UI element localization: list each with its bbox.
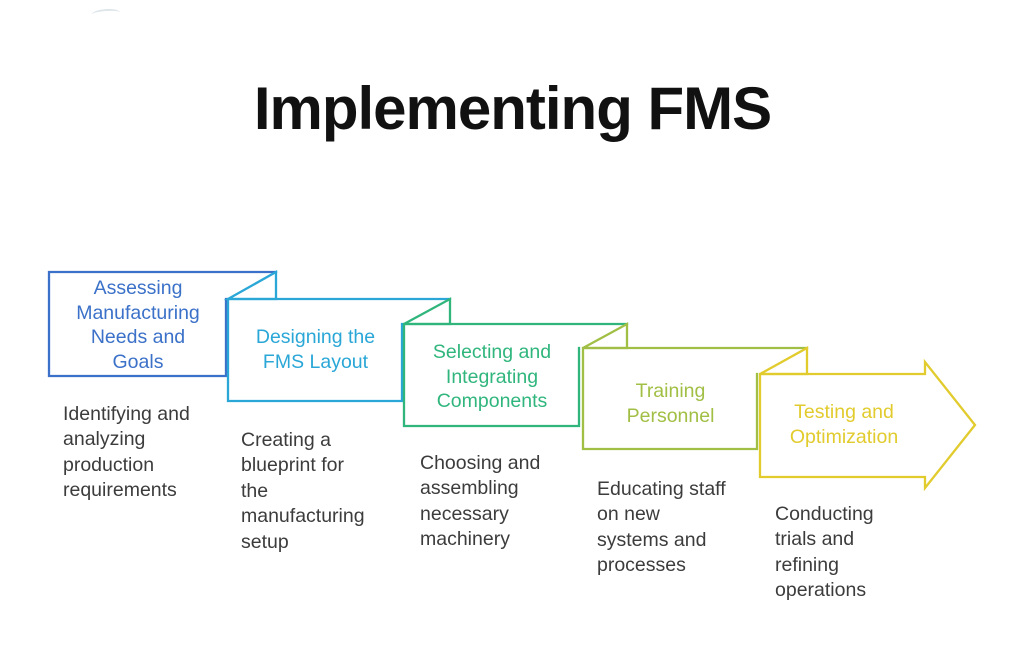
step-5-label: Testing and Optimization (789, 401, 899, 448)
step-5-fold-shape (759, 346, 809, 376)
step-3-panel-shape (402, 322, 629, 428)
step-2-fold-shape (223, 270, 278, 301)
step-2-description: Creating a blueprint for the manufacturi… (241, 429, 365, 553)
step-1-description: Identifying and analyzing production req… (63, 403, 190, 502)
step-5-arrow-shape (758, 358, 977, 492)
step-1-panel-shape (47, 270, 278, 378)
step-2-label: Designing the FMS Layout (255, 326, 376, 373)
step-4-fold-shape (582, 322, 629, 350)
step-2-panel-shape (226, 297, 452, 403)
step-3-description: Choosing and assembling necessary machin… (420, 452, 541, 551)
step-4-panel-shape (581, 346, 809, 451)
step-4-label: Training Personnel (626, 380, 715, 427)
step-1-label: Assessing Manufacturing Needs and Goals (76, 277, 200, 373)
page-title: Implementing FMS (253, 75, 772, 143)
step-5-description: Conducting trials and refining operation… (775, 503, 874, 602)
step-3-label: Selecting and Integrating Components (432, 341, 552, 412)
step-4-description: Educating staff on new systems and proce… (597, 478, 726, 577)
step-3-fold-shape (403, 297, 452, 326)
